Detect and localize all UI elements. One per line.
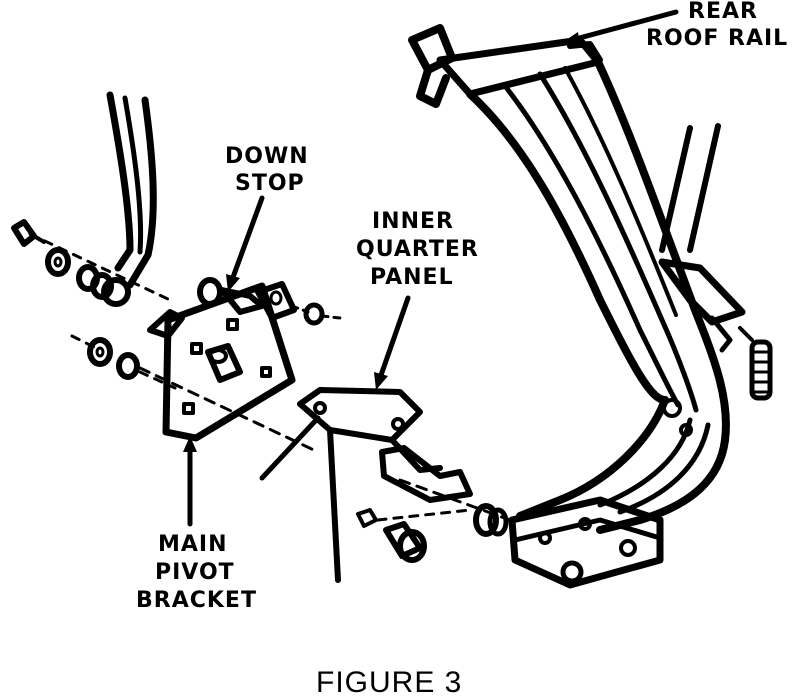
label-inner-quarter-panel: INNER QUARTER PANEL	[356, 209, 479, 290]
label-line: QUARTER	[356, 237, 479, 262]
arrowhead-icon	[226, 274, 240, 292]
arrowhead-icon	[183, 436, 197, 452]
label-down-stop: DOWN STOP	[225, 144, 309, 196]
pivot-bolt-assembly	[356, 503, 509, 563]
nut-icon	[116, 352, 140, 380]
main-pivot-bracket	[147, 282, 296, 442]
upper-linkage-arm	[101, 91, 157, 307]
side-link-rods	[658, 123, 773, 401]
rear-roof-rail-bow	[408, 24, 730, 589]
bolt-icon	[383, 521, 427, 563]
label-line: DOWN	[225, 144, 309, 169]
down-stop-assembly	[197, 277, 342, 326]
label-line: PANEL	[370, 265, 454, 290]
label-main-pivot-bracket: MAIN PIVOT BRACKET	[136, 532, 257, 613]
label-line: INNER	[372, 209, 454, 234]
figure-caption: FIGURE 3	[316, 666, 462, 696]
arrowhead-icon	[560, 32, 580, 46]
label-rear-roof-rail: REAR ROOF RAIL	[646, 0, 788, 51]
label-line: PIVOT	[155, 560, 235, 585]
spring-icon	[749, 339, 773, 401]
label-line: ROOF RAIL	[646, 26, 788, 51]
pivot-stud-icon	[205, 343, 243, 383]
washer-icon	[87, 337, 113, 367]
inner-quarter-panel	[138, 366, 512, 583]
upper-fastener-stack	[11, 219, 172, 302]
bushing-icon	[76, 264, 114, 300]
label-line: STOP	[235, 171, 305, 196]
label-line: REAR	[688, 0, 758, 24]
arrowhead-icon	[374, 372, 388, 390]
spacer-icon	[473, 503, 509, 537]
washer-icon	[45, 247, 71, 277]
label-line: MAIN	[158, 532, 228, 557]
lower-fastener-stack	[70, 334, 177, 390]
label-line: BRACKET	[136, 588, 257, 613]
leader-lines	[183, 9, 679, 527]
